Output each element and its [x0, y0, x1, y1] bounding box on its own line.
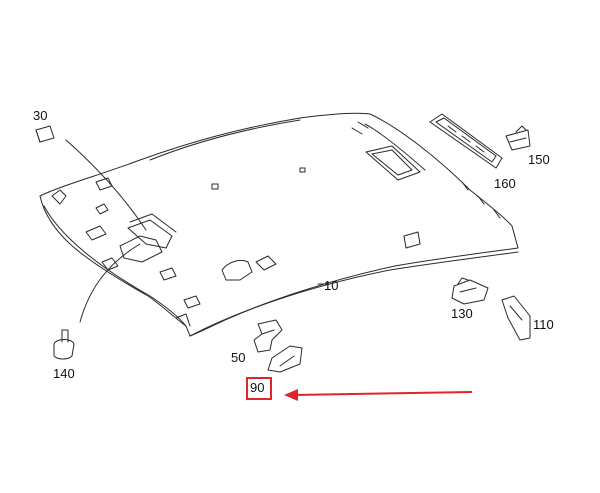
headliner-part-10: [39, 112, 519, 337]
part-30-clip: [35, 125, 55, 143]
part-130-bracket: [451, 277, 489, 305]
label-150: 150: [528, 152, 550, 167]
label-140: 140: [53, 366, 75, 381]
label-130: 130: [451, 306, 473, 321]
label-90: 90: [250, 380, 265, 395]
part-160-trim-strip: [429, 113, 503, 169]
highlight-box: [246, 377, 272, 400]
part-90-bracket: [267, 345, 303, 373]
part-140-push-pin: [53, 329, 75, 360]
label-10: 10: [324, 278, 339, 293]
label-50: 50: [231, 350, 246, 365]
part-150-clip: [505, 125, 531, 151]
label-160: 160: [494, 176, 516, 191]
part-50-bracket: [253, 319, 283, 353]
label-110: 110: [533, 317, 554, 332]
label-30: 30: [33, 108, 48, 123]
part-110-trim: [501, 295, 531, 341]
red-arrow-icon: [284, 389, 473, 401]
